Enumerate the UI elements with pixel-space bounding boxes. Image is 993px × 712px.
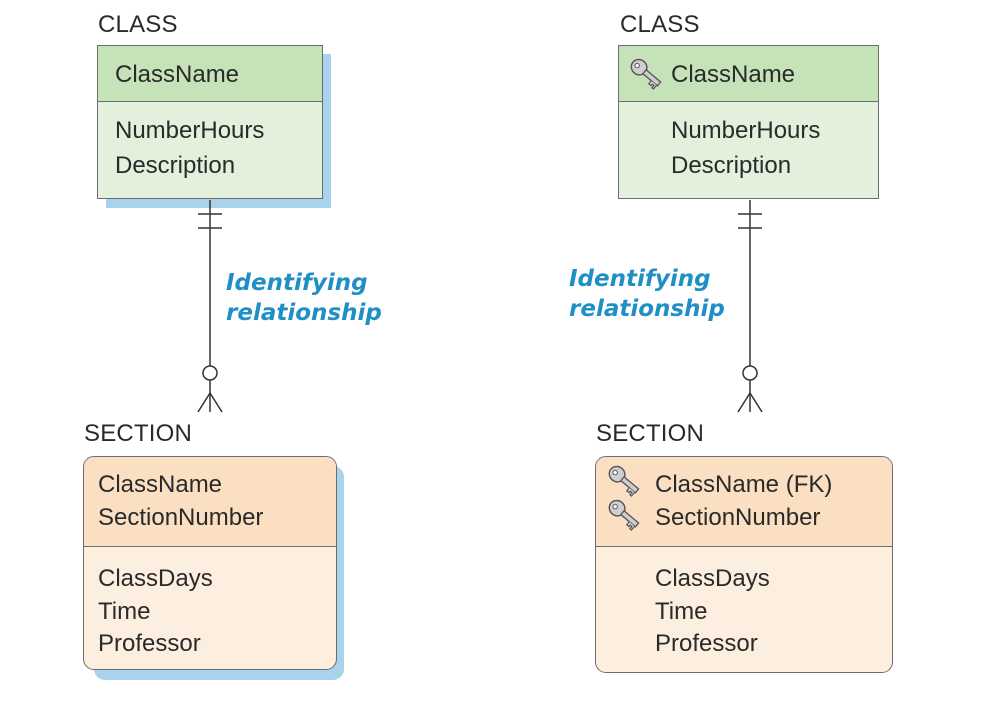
left-crowfoot-right <box>209 392 223 413</box>
right-relationship-label: Identifying relationship <box>569 264 725 324</box>
left-class-attribute: Description <box>115 152 236 179</box>
left-class-key-attribute: ClassName <box>115 61 240 88</box>
left-section-entity-box[interactable]: ClassName SectionNumber ClassDays Time P… <box>83 456 337 670</box>
right-section-key-attribute: ClassName (FK) <box>655 471 833 498</box>
right-section-attribute: Time <box>655 598 708 625</box>
right-relationship-label-line2: relationship <box>569 296 725 322</box>
key-icon <box>608 465 640 497</box>
left-crowfoot-left <box>197 392 211 413</box>
left-relationship-label-line1: Identifying <box>226 270 368 296</box>
key-icon <box>608 499 640 531</box>
right-section-key-attribute: SectionNumber <box>655 504 821 531</box>
right-crowfoot-left <box>737 392 751 413</box>
left-relationship-line <box>197 200 223 413</box>
left-relationship-label: Identifying relationship <box>226 268 382 328</box>
right-class-key-area: ClassName <box>619 46 878 102</box>
left-class-key-area: ClassName <box>98 46 322 102</box>
left-section-attribute: Time <box>98 598 151 625</box>
right-section-entity-name: SECTION <box>596 420 705 447</box>
right-class-attribute: NumberHours <box>671 117 821 144</box>
key-icon <box>630 58 662 90</box>
right-optional-circle <box>742 365 758 381</box>
right-relationship-line <box>737 200 763 413</box>
right-section-attribute: ClassDays <box>655 565 770 592</box>
right-class-attribute: Description <box>671 152 792 179</box>
left-section-key-attribute: SectionNumber <box>98 504 264 531</box>
right-class-entity-name: CLASS <box>620 11 700 38</box>
left-class-attribute: NumberHours <box>115 117 265 144</box>
right-crowfoot-right <box>749 392 763 413</box>
left-class-entity-box[interactable]: ClassName NumberHours Description <box>97 45 323 199</box>
left-section-key-attribute: ClassName <box>98 471 223 498</box>
right-section-key-area: ClassName (FK) SectionNumber <box>596 457 892 547</box>
left-relationship-label-line2: relationship <box>226 300 382 326</box>
right-section-entity-box[interactable]: ClassName (FK) SectionNumber ClassDays T… <box>595 456 893 673</box>
right-relationship-label-line1: Identifying <box>569 266 711 292</box>
right-class-entity-box[interactable]: ClassName NumberHours Description <box>618 45 879 199</box>
right-section-attribute: Professor <box>655 630 758 657</box>
right-class-key-attribute: ClassName <box>671 61 796 88</box>
left-class-entity-name: CLASS <box>98 11 178 38</box>
left-section-key-area: ClassName SectionNumber <box>84 457 336 547</box>
left-section-entity-name: SECTION <box>84 420 193 447</box>
left-section-attribute: ClassDays <box>98 565 213 592</box>
left-section-attribute: Professor <box>98 630 201 657</box>
left-optional-circle <box>202 365 218 381</box>
